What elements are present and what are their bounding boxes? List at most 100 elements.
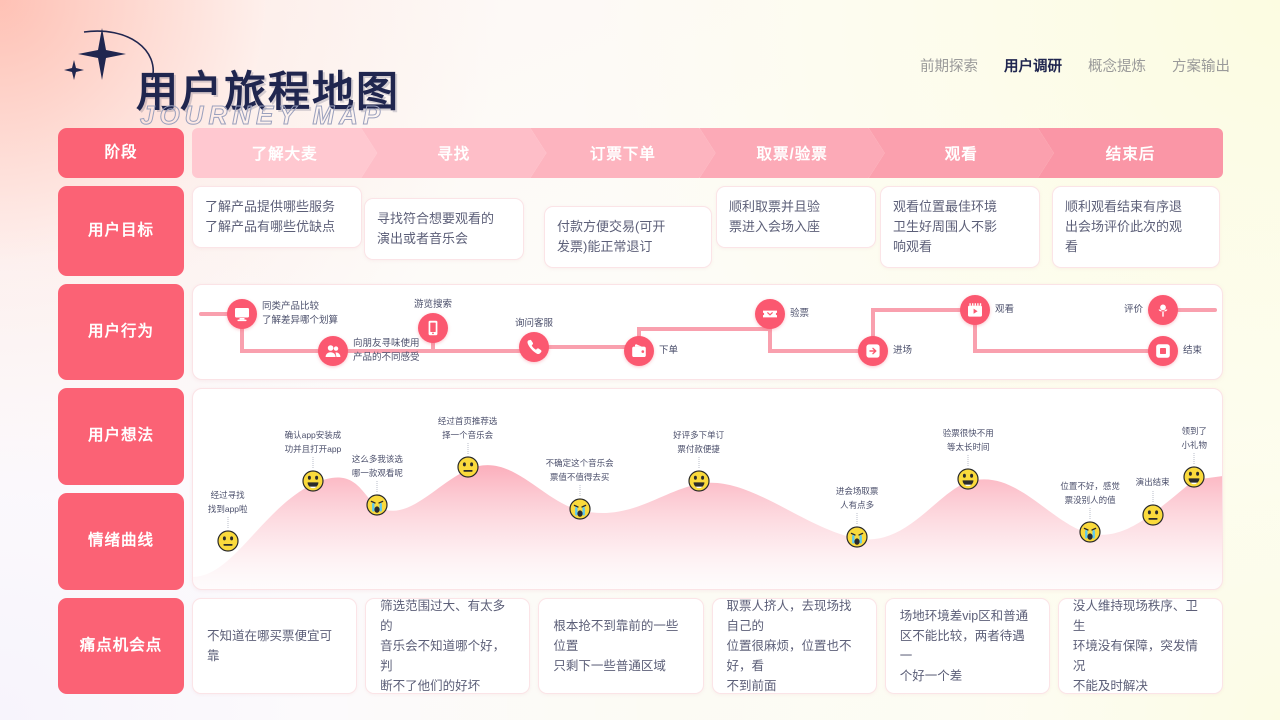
emotion-face-happy[interactable]: [1183, 466, 1205, 488]
thought-leader-line: [1089, 508, 1091, 519]
pain-card-1: 筛选范围过大、有太多的音乐会不知道哪个好，判断不了他们的好坏: [365, 598, 531, 694]
behavior-label-line: 验票: [790, 308, 810, 319]
thought-label-5: 好评多下单订票付款便捷: [673, 429, 724, 456]
behavior-flow-panel: 同类产品比较了解差异哪个划算向朋友寻味使用产品的不同感受 游览搜索询问客服下单 验票…: [192, 284, 1223, 380]
stage-chevron-1[interactable]: 寻找: [361, 128, 546, 178]
thought-line: 小礼物: [1181, 439, 1208, 450]
behavior-label-line: 下单: [659, 345, 679, 356]
goal-card-4: 观看位置最佳环境卫生好周围人不影响观看: [880, 186, 1040, 269]
pain-card-2: 根本抢不到靠前的一些位置只剩下一些普通区域: [538, 598, 704, 694]
behavior-label-9: 结束: [1183, 344, 1202, 358]
goal-text-line: 票进入会场入座: [729, 219, 821, 235]
thought-label-3: 经过首页推荐选择一个音乐会: [438, 415, 498, 442]
flow-line-6: [768, 312, 875, 353]
thought-line: 好评多下单订: [673, 430, 725, 440]
stage-chevron-4[interactable]: 观看: [869, 128, 1054, 178]
goal-card-3: 顺利取票并且验票进入会场入座: [716, 186, 876, 249]
stage-row: 阶段 了解大麦寻找订票下单取票/验票观看结束后: [58, 128, 1224, 178]
thought-label-2: 这么多我该选哪一款观看呢: [352, 453, 403, 480]
goal-card-2: 付款方便交易(可开发票)能正常退订: [544, 206, 712, 269]
behavior-label-line: 结束: [1183, 345, 1203, 356]
thought-label-9: 演出结束: [1136, 476, 1170, 490]
behavior-label-0: 同类产品比较了解差异哪个划算: [262, 300, 338, 329]
emotion-face-neutral[interactable]: [456, 456, 479, 478]
nav-item-3[interactable]: 方案输出: [1172, 59, 1230, 75]
nav-item-2[interactable]: 概念提炼: [1088, 59, 1146, 75]
thought-line: 等太长时间: [946, 441, 990, 452]
nav-item-0[interactable]: 前期探索: [920, 59, 978, 75]
pain-card-list: 不知道在哪买票便宜可靠筛选范围过大、有太多的音乐会不知道哪个好，判断不了他们的好…: [192, 596, 1224, 696]
goal-text-line: 看: [1065, 239, 1079, 255]
pain-text: 没人维持现场秩序、卫生环境没有保障，突发情况不能及时解决: [1073, 596, 1208, 696]
top-navigation[interactable]: 前期探索 用户调研 概念提炼 方案输出: [920, 55, 1230, 76]
flower-icon[interactable]: [1148, 295, 1178, 325]
pain-text-line: 没人维持现场秩序、卫生: [1072, 599, 1198, 633]
thought-line: 票值不值得去买: [549, 471, 610, 482]
row-label-pain: 痛点机会点: [58, 598, 184, 694]
thought-label-0: 经过寻找找到app啦: [208, 489, 248, 516]
phone-call-icon[interactable]: [519, 332, 549, 362]
pain-text-line: 场地环境差vip区和普通: [899, 609, 1029, 623]
thought-line: 不确定这个音乐会: [545, 458, 614, 468]
pain-text-line: 音乐会不知道哪个好，判: [380, 639, 506, 673]
goal-text-line: 卫生好周围人不影: [893, 219, 998, 235]
thought-leader-line: [856, 513, 858, 524]
stop-icon[interactable]: [1148, 336, 1178, 366]
thought-line: 确认app安装成: [284, 430, 342, 440]
video-icon[interactable]: [960, 295, 990, 325]
thought-leader-line: [467, 443, 469, 454]
emotion-face-neutral[interactable]: [1142, 504, 1164, 526]
stage-label: 取票/验票: [756, 146, 828, 163]
thought-line: 票没别人的值: [1064, 494, 1116, 505]
emotion-face-neutral[interactable]: [217, 530, 239, 552]
emotion-face-happy[interactable]: [957, 468, 979, 490]
stage-label: 观看: [944, 146, 978, 163]
stage-chevron-2[interactable]: 订票下单: [530, 128, 715, 178]
thought-label-10: 领到了小礼物: [1181, 425, 1207, 452]
behavior-label-3: 询问客服: [515, 317, 553, 331]
mobile-icon[interactable]: [418, 313, 448, 343]
pain-text-line: 位置很麻烦，位置也不好，看: [726, 639, 852, 673]
thought-label-4: 不确定这个音乐会票值不值得去买: [546, 457, 614, 484]
behavior-label-line: 向朋友寻味使用: [353, 338, 420, 349]
emotion-face-happy[interactable]: [302, 470, 324, 492]
monitor-icon[interactable]: [227, 299, 257, 329]
behavior-label-line: 进场: [893, 345, 913, 356]
goal-row: 用户目标 了解产品提供哪些服务了解产品有哪些优缺点寻找符合想要观看的演出或者音乐…: [58, 186, 1223, 276]
thought-leader-line: [967, 455, 969, 466]
behavior-label-1: 向朋友寻味使用产品的不同感受: [353, 337, 420, 366]
pain-card-0: 不知道在哪买票便宜可靠: [192, 598, 358, 694]
thought-line: 找到app啦: [207, 503, 248, 514]
pain-card-3: 取票人挤人，去现场找自己的位置很麻烦，位置也不好，看不到前面: [711, 598, 877, 694]
enter-icon[interactable]: [858, 336, 888, 366]
logo: 用户旅程地图 JOURNEY MAP: [56, 22, 398, 131]
wallet-icon[interactable]: [624, 336, 654, 366]
thought-line: 人有点多: [840, 499, 875, 510]
stage-chevron-3[interactable]: 取票/验票: [700, 128, 885, 178]
thought-line: 进会场取票: [835, 486, 879, 496]
emotion-face-cry[interactable]: [569, 498, 591, 520]
goal-text-line: 了解产品提供哪些服务: [205, 199, 336, 214]
thought-line: 经过首页推荐选: [437, 416, 498, 426]
behavior-label-8: 评价: [1124, 303, 1143, 317]
stage-chevron-0[interactable]: 了解大麦: [192, 128, 377, 178]
thought-line: 择一个音乐会: [442, 429, 494, 440]
stage-label: 寻找: [437, 146, 471, 163]
sparkle-icon: [64, 28, 155, 81]
thought-line: 位置不好，感觉: [1060, 481, 1120, 491]
emotion-face-cry[interactable]: [1079, 521, 1101, 543]
page-title: 用户旅程地图: [136, 67, 401, 116]
behavior-label-line: 游览搜索: [413, 299, 453, 310]
behavior-label-line: 同类产品比较: [262, 301, 320, 312]
stage-chevron-5[interactable]: 结束后: [1037, 128, 1224, 178]
emotion-face-cry[interactable]: [366, 494, 388, 516]
nav-item-1[interactable]: 用户调研: [1004, 59, 1062, 75]
ticket-icon[interactable]: [755, 299, 785, 329]
behavior-label-4: 下单: [659, 344, 678, 358]
emotion-face-happy[interactable]: [687, 470, 710, 492]
pain-text-line: 环境没有保障，突发情况: [1072, 639, 1198, 673]
people-icon[interactable]: [318, 336, 348, 366]
emotion-face-cry[interactable]: [846, 526, 868, 548]
